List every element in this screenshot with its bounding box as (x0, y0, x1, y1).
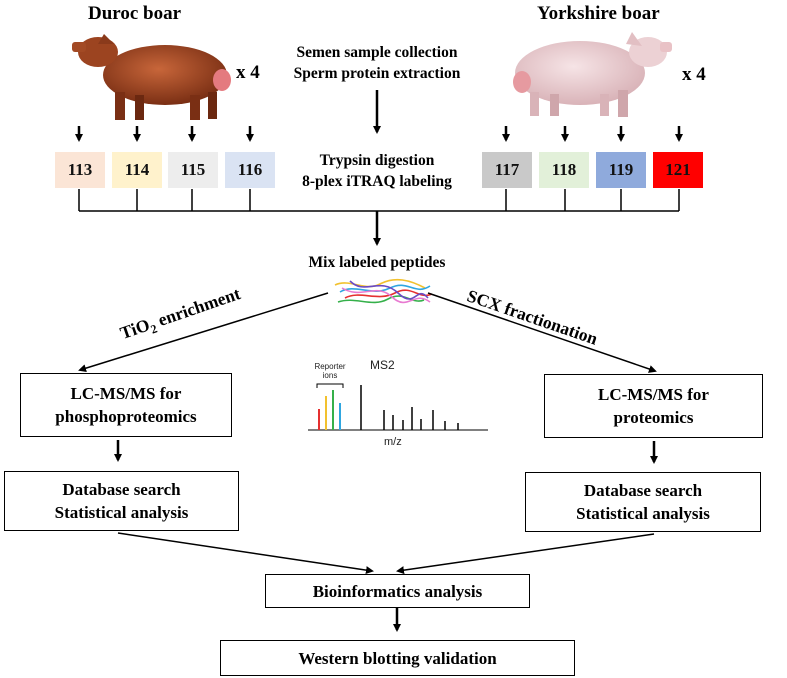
collection-line2: Sperm protein extraction (293, 65, 461, 82)
itraq-tag: 114 (112, 152, 162, 188)
itraq-tag: 113 (55, 152, 105, 188)
ms2-spectrum (308, 383, 488, 431)
lcms-right-line1: LC-MS/MS for (598, 385, 709, 404)
yorkshire-boar-image (513, 32, 672, 117)
labeling-line2: 8-plex iTRAQ labeling (302, 173, 452, 190)
duroc-title: Duroc boar (88, 3, 182, 24)
branch-right-arrow (427, 292, 657, 373)
merge-bracket (78, 189, 680, 212)
lcms-phosphoproteomics-box: LC-MS/MS for phosphoproteomics (20, 373, 232, 437)
db-right-line1: Database search (583, 481, 703, 500)
db-right-line2: Statistical analysis (576, 504, 710, 523)
labeling-line1: Trypsin digestion (319, 152, 435, 169)
lcms-left-line1: LC-MS/MS for (70, 384, 182, 403)
mz-label: m/z (384, 436, 402, 448)
itraq-tag: 118 (539, 152, 589, 188)
lcms-proteomics-box: LC-MS/MS for proteomics (544, 374, 763, 438)
reporter-ions-label: Reporter ions (314, 362, 346, 380)
itraq-tag: 117 (482, 152, 532, 188)
mix-label: Mix labeled peptides (308, 254, 446, 271)
db-left-arrow (117, 532, 374, 575)
tag-arrows (75, 90, 683, 142)
db-right-arrow (396, 533, 655, 575)
branch-left-arrow (78, 292, 329, 373)
duroc-boar-image (72, 34, 231, 120)
itraq-tag: 121 (653, 152, 703, 188)
ms2-title: MS2 (370, 358, 395, 372)
western-blotting-box: Western blotting validation (220, 640, 575, 676)
itraq-tag: 115 (168, 152, 218, 188)
database-search-right-box: Database search Statistical analysis (525, 472, 761, 532)
itraq-tag: 119 (596, 152, 646, 188)
labeling-step: Trypsin digestion 8-plex iTRAQ labeling (292, 150, 462, 192)
yorkshire-multiplier: x 4 (682, 64, 706, 85)
collection-line1: Semen sample collection (296, 44, 458, 61)
bioinformatics-box: Bioinformatics analysis (265, 574, 530, 608)
database-search-left-box: Database search Statistical analysis (4, 471, 239, 531)
itraq-tag: 116 (225, 152, 275, 188)
lcms-left-line2: phosphoproteomics (55, 407, 197, 426)
db-left-line1: Database search (62, 480, 181, 499)
peptides-image (334, 278, 433, 304)
collection-step: Semen sample collection Sperm protein ex… (277, 42, 477, 84)
duroc-multiplier: x 4 (236, 62, 260, 83)
lcms-right-line2: proteomics (613, 408, 694, 427)
yorkshire-title: Yorkshire boar (537, 3, 660, 24)
db-left-line2: Statistical analysis (54, 503, 189, 522)
